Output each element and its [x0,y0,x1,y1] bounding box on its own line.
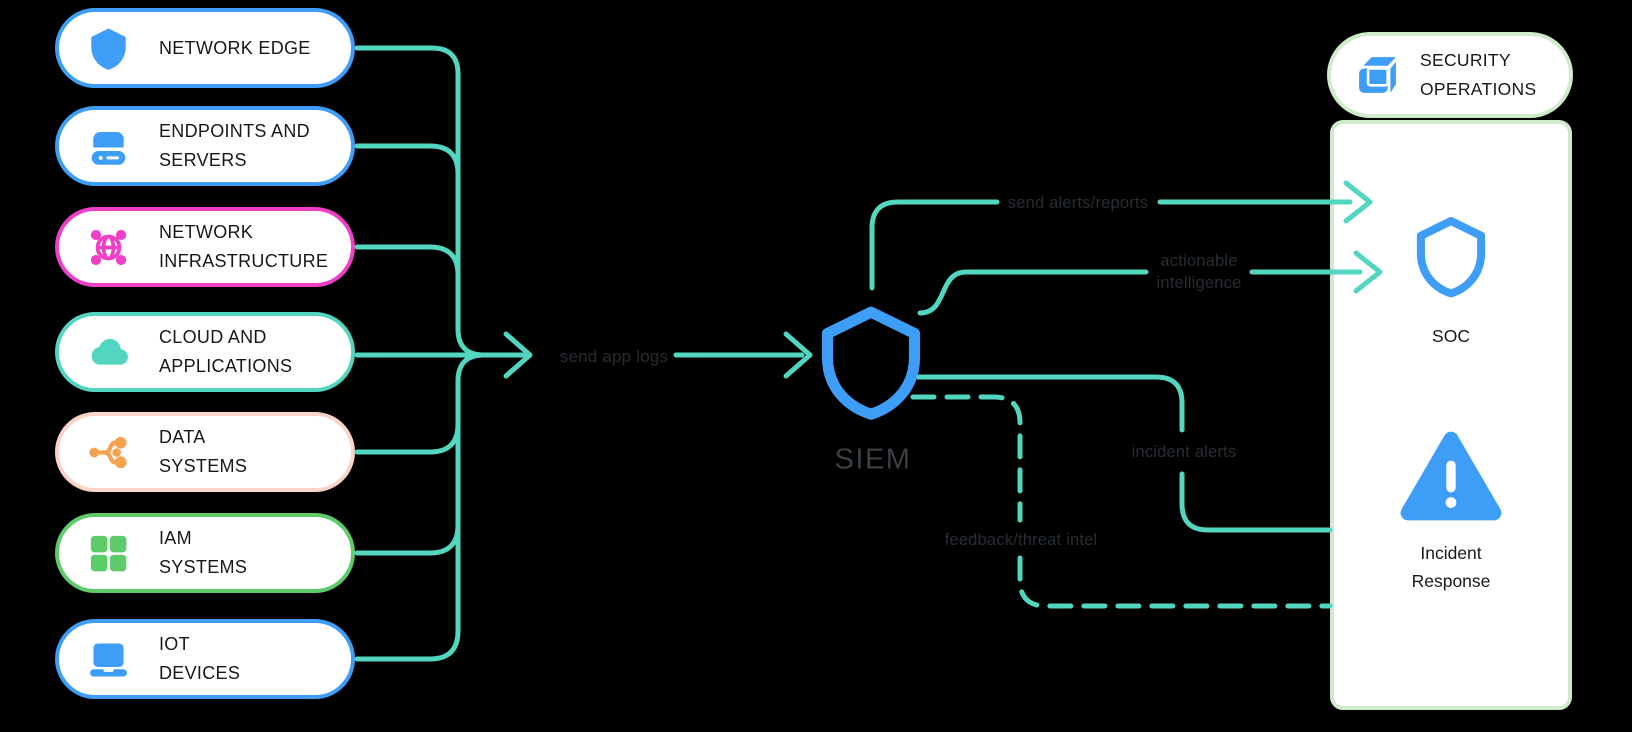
source-label: IAM SYSTEMS [159,528,248,577]
flow-label-send-app-logs: send app logs [559,347,669,366]
source-label: NETWORK INFRASTRUCTURE [159,222,329,271]
source-label: IOT DEVICES [159,634,241,683]
arrowhead-send-app-logs-left [503,331,533,379]
server-icon [91,131,126,165]
source-label: DATA SYSTEMS [159,427,248,476]
flow-label-actionable-intelligence: actionable intelligence [1156,252,1242,292]
arrowhead-actionable [1353,250,1383,294]
wire-network-infra [354,244,461,278]
source-box-network-edge: NETWORK EDGE [55,8,355,88]
cloud-icon [91,338,128,365]
wire-lower-trunk [455,352,487,634]
source-box-cloud-applications: CLOUD AND APPLICATIONS [55,312,355,392]
source-box-endpoints-servers: ENDPOINTS AND SERVERS [55,106,355,186]
arrowhead-into-siem [783,331,813,379]
wire-feedback-a [910,394,1023,523]
wire-send-alerts-left [869,199,1000,291]
incident-warning-icon [1400,431,1502,521]
wire-network-edge [354,45,487,358]
siem-label: SIEM [834,443,912,476]
data-flow-icon [89,436,127,468]
soc-shield-icon [1416,216,1486,298]
laptop-icon [90,642,127,677]
wire-feedback-b [1017,555,1333,609]
flow-label-incident-alerts: incident alerts [1131,443,1237,461]
source-box-iam-systems: IAM SYSTEMS [55,513,355,593]
network-globe-icon [90,229,127,265]
source-box-iot-devices: IOT DEVICES [55,619,355,699]
flow-label-send-alerts-reports: send alerts/reports [1007,194,1149,212]
grid-icon [90,535,127,571]
wire-data-systems [354,421,461,455]
source-label: CLOUD AND APPLICATIONS [159,327,293,376]
source-box-data-systems: DATA SYSTEMS [55,412,355,492]
wire-incident-alerts-a [915,374,1185,433]
incident-response-label: Incident Response [1411,543,1491,591]
wire-endpoints [354,143,461,177]
flow-label-feedback-threat-intel: feedback/threat intel [944,531,1098,549]
wire-iam-systems [354,522,461,556]
wire-iot-devices [354,628,461,662]
soc-label: SOC [1432,326,1470,346]
source-label: ENDPOINTS AND SERVERS [159,121,310,170]
wire-incident-alerts-b [1179,471,1333,533]
wire-actionable-left [917,269,1149,316]
shield-icon [91,28,126,70]
arrowhead-send-alerts [1343,180,1373,224]
source-box-network-infrastructure: NETWORK INFRASTRUCTURE [55,207,355,287]
siem-shield-icon [821,306,921,420]
security-operations-title: SECURITY OPERATIONS [1420,50,1537,99]
cube-icon [1359,56,1396,93]
security-operations-panel: SOC Incident Response [1330,120,1572,710]
source-label: NETWORK EDGE [159,37,311,58]
security-operations-header: SECURITY OPERATIONS [1327,32,1573,118]
